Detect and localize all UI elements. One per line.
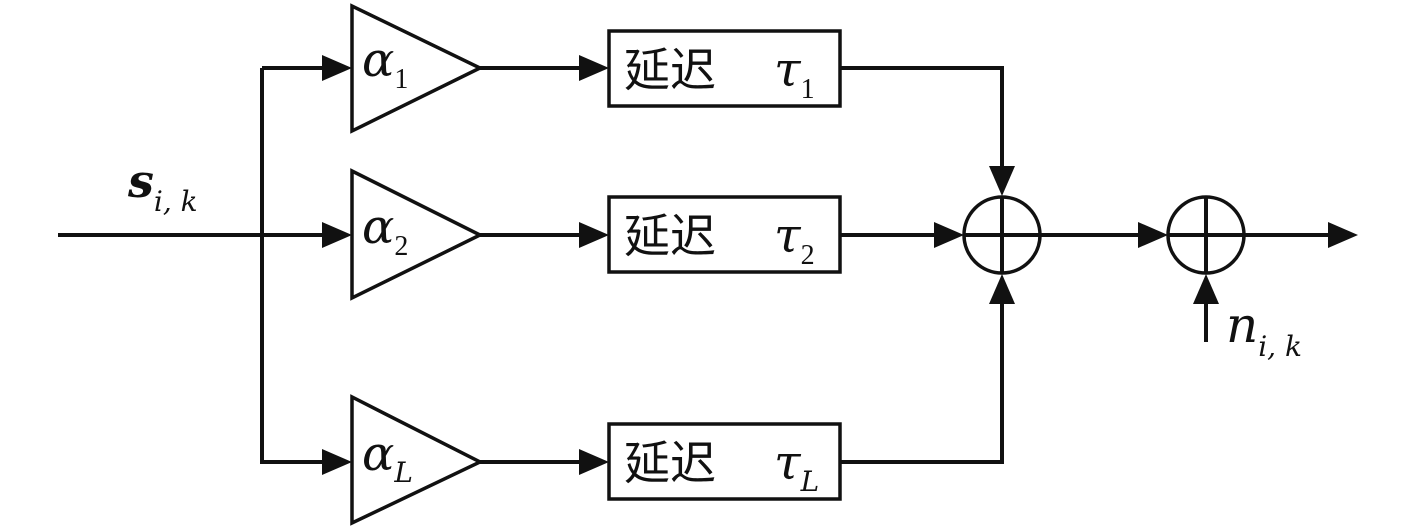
- branch-L-to-sum-wire: [840, 292, 1004, 464]
- delay-index-L: L: [800, 465, 820, 498]
- delay-box-L: [607, 422, 842, 501]
- arrow-into-gain-2: [322, 222, 352, 248]
- gain-symbol-2: α: [362, 199, 394, 255]
- gain-label-L: αL: [362, 426, 413, 489]
- arrow-into-sum-bottom: [989, 274, 1015, 304]
- arrow-into-delay-1: [579, 55, 609, 81]
- noise-subscript: i, k: [1258, 330, 1302, 363]
- gain-index-1: 1: [394, 64, 408, 95]
- delay-text-2: 延迟: [624, 209, 716, 263]
- delay-symbol-L: τ: [774, 435, 802, 491]
- delay-box-2: [607, 195, 842, 274]
- delay-text-1: 延迟: [624, 43, 716, 97]
- delay-symbol-2: τ: [774, 208, 802, 264]
- arrow-into-noise-adder-left: [1138, 222, 1168, 248]
- gain-triangle-L: [350, 394, 484, 526]
- delay-text-L: 延迟: [624, 436, 716, 490]
- arrow-into-delay-2: [579, 222, 609, 248]
- arrow-into-gain-L: [322, 449, 352, 475]
- gain-symbol-L: α: [362, 426, 394, 482]
- arrow-into-noise-adder-bottom: [1193, 274, 1219, 304]
- arrow-into-sum-top: [989, 166, 1015, 196]
- gain-triangle-1: [350, 3, 484, 134]
- gain-label-1: α1: [362, 32, 408, 95]
- delay-index-2: 2: [801, 240, 815, 271]
- input-signal-label: si, k: [127, 154, 198, 218]
- gain-label-2: α2: [362, 199, 408, 262]
- arrow-into-sum-left: [934, 222, 964, 248]
- gain-symbol-1: α: [362, 32, 394, 88]
- delay-label-2: 延迟 τ2: [624, 208, 815, 271]
- branch-1-to-sum-wire: [840, 66, 1004, 176]
- gain-index-L: L: [393, 456, 413, 489]
- delay-label-1: 延迟 τ1: [624, 42, 815, 105]
- noise-symbol: n: [1226, 296, 1258, 354]
- gain-index-2: 2: [394, 231, 408, 262]
- input-signal-symbol: s: [127, 154, 154, 208]
- input-signal-subscript: i, k: [154, 185, 198, 218]
- delay-box-1: [607, 29, 842, 108]
- arrow-into-delay-L: [579, 449, 609, 475]
- noise-label: ni, k: [1226, 296, 1302, 363]
- delay-index-1: 1: [801, 74, 815, 105]
- output-arrow: [1328, 222, 1358, 248]
- arrow-into-gain-1: [322, 55, 352, 81]
- gain-triangle-2: [350, 168, 484, 301]
- delay-symbol-1: τ: [774, 42, 802, 98]
- delay-label-L: 延迟 τL: [624, 435, 819, 498]
